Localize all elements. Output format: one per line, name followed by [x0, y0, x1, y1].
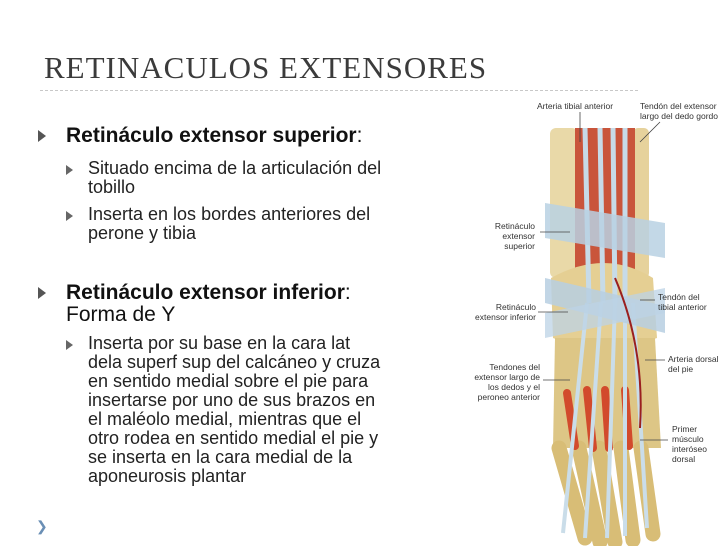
label-tendon-tibial-anterior: Tendón del tibial anterior: [658, 292, 707, 312]
sub-bullet-arrow-icon: [66, 211, 73, 221]
sub-bullet-arrow-icon: [66, 165, 73, 175]
section-inferior-item-1: Inserta por su base en la cara lat dela …: [88, 333, 381, 486]
sub-bullet-arrow-icon: [66, 340, 73, 350]
slide-title: RETINACULOS EXTENSORES: [44, 50, 488, 85]
next-slide-chevron-icon[interactable]: ❯: [36, 518, 48, 534]
label-primer-interoseo: Primer músculo interóseo dorsal: [672, 424, 707, 464]
section-heading-inferior: Retináculo extensor inferior: Forma de Y: [66, 281, 351, 326]
section-heading-superior: Retináculo extensor superior:: [66, 124, 363, 147]
title-divider: [40, 90, 638, 91]
bullet-arrow-icon: [38, 287, 46, 299]
foot-anatomy-illustration: [545, 128, 665, 546]
label-tendones-extensor: Tendones del extensor largo de los dedos…: [474, 362, 540, 402]
section-superior-item-2: Inserta en los bordes anteriores del per…: [88, 204, 371, 243]
label-tendon-extensor-largo: Tendón del extensor largo del dedo gordo: [640, 101, 718, 121]
label-arteria-dorsal: Arteria dorsal del pie: [668, 354, 719, 374]
section-superior-item-1: Situado encima de la articulación del to…: [88, 158, 382, 197]
label-retinaculo-inferior: Retináculo extensor inferior: [475, 302, 536, 322]
label-arteria-tibial-anterior: Arteria tibial anterior: [537, 101, 614, 111]
bullet-arrow-icon: [38, 130, 46, 142]
label-retinaculo-superior: Retináculo extensor superior: [494, 221, 535, 251]
